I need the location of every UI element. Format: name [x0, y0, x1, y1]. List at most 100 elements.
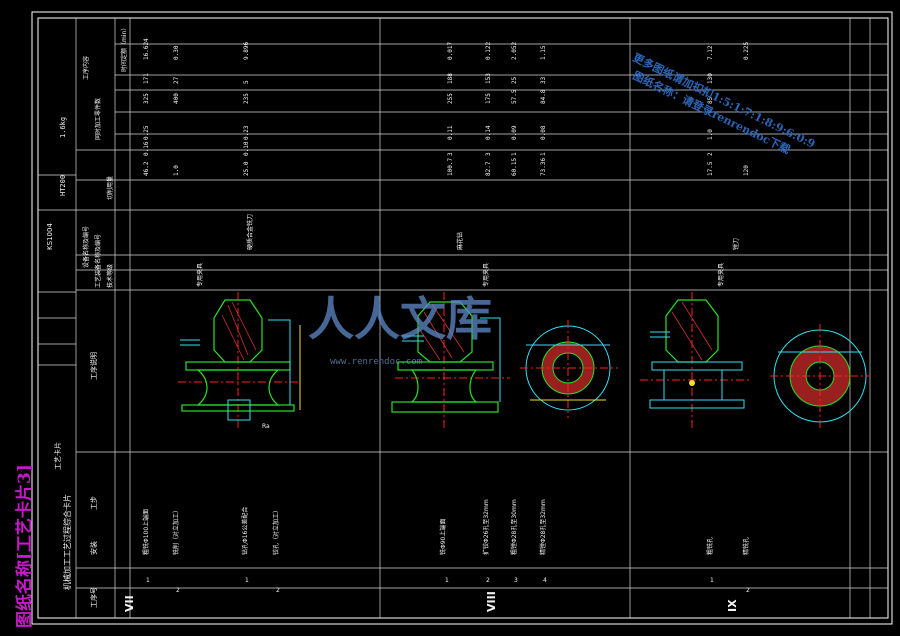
op-number: 3 [514, 577, 518, 584]
fixture-label: 专用夹具 [196, 263, 204, 287]
tooling-labels: 硬质合金铣刀 麻花钻 镗刀 专用夹具 专用夹具 专用夹具 [196, 214, 740, 287]
cutting-value: 0.11 [447, 125, 454, 140]
left-header-labels: 工序号 安装 工步 工序说明 [89, 352, 98, 608]
cutting-value: 400 [173, 93, 180, 104]
cutting-value: 255 [447, 93, 454, 104]
op-desc: 精铣孔 [742, 537, 750, 555]
column-headers: 工序内容 同时加工零件数 切削用量 设备名称及编号 工艺装备名称及编号 技术等级… [82, 25, 128, 288]
cutting-value: 0.225 [743, 42, 750, 60]
cutting-value: 27 [173, 76, 180, 84]
op-desc: 钻孔Φ16公差配合 [241, 507, 249, 555]
header-label-shuoming: 工序说明 [89, 352, 98, 380]
op-number: 1 [146, 577, 150, 584]
stamp-text: 更多图纸请加扣扣1:5:1:7:1:8:9:6:0:9 图纸名称：请登录renr… [631, 50, 818, 157]
cutting-value: 175 [485, 93, 492, 104]
op-desc: 粗铣Φ100上端面 [142, 509, 150, 555]
datum-tag: Ra [262, 423, 270, 430]
cutting-value: 0.122 [485, 42, 492, 60]
fixture-label: 专用夹具 [482, 263, 490, 287]
cutting-value: 0.30 [173, 45, 180, 60]
op-number: 1 [710, 577, 714, 584]
cutting-value: 84.8 [540, 89, 547, 104]
section-view-2 [520, 320, 618, 418]
header-label-gongxuhao: 工序号 [89, 587, 98, 608]
cutting-value: 2 [707, 152, 714, 156]
op-desc: 粗铣孔 [706, 537, 714, 555]
step-numeral-ix: IX [726, 599, 739, 612]
cutting-value: 16.624 [143, 38, 150, 60]
cutting-value: 1 [540, 152, 547, 156]
cutting-value: 0.14 [485, 125, 492, 140]
cutting-value: 0.25 [143, 125, 150, 140]
op-number: 2 [276, 587, 280, 594]
cutting-value: 120 [743, 165, 750, 176]
cutting-value: 153 [485, 73, 492, 84]
col-header-content: 工序内容 [82, 56, 90, 80]
cutting-value: 1.0 [707, 129, 714, 140]
header-label-anzhuang: 安装 [89, 541, 98, 555]
tool-label: 麻花钻 [456, 232, 464, 250]
process-sketch-2 [391, 292, 510, 430]
cutting-value: 188 [447, 73, 454, 84]
fixture-label: 专用夹具 [717, 263, 725, 287]
cutting-value: 130 [707, 73, 714, 84]
cutting-value: 25.0 [243, 161, 250, 176]
cutting-parameter-rows: 46.20.160.2532517116.6241.0400270.3025.0… [143, 38, 750, 176]
cutting-value: 17.5 [707, 161, 714, 176]
op-number: 1 [245, 577, 249, 584]
cutting-value: 0.16 [143, 141, 150, 156]
cutting-value: 1.0 [173, 165, 180, 176]
cutting-value: 0.10 [243, 141, 250, 156]
op-number: 2 [176, 587, 180, 594]
process-sketch-1: Ra [178, 292, 301, 430]
op-numbers: 1 2 1 2 1 2 3 4 1 2 [146, 577, 750, 594]
op-desc: 铰孔（对立加工） [272, 507, 280, 555]
sheet-border [31, 11, 893, 625]
cutting-value: 73.36 [540, 158, 547, 176]
col-header-cutting: 切削用量 [106, 176, 114, 200]
cutting-value: 0.08 [540, 125, 547, 140]
col-header-time: 时间定额（min） [120, 25, 128, 72]
col-header-tooling: 工艺装备名称及编号 [94, 234, 102, 288]
cutting-value: 171 [143, 73, 150, 84]
cutting-value: 82.7 [485, 161, 492, 176]
cutting-value: 235 [243, 93, 250, 104]
cutting-value: 85 [707, 96, 714, 104]
op-desc: 铣Φ90上端面 [439, 519, 447, 555]
op-desc: 铣削（对立加工） [172, 507, 180, 555]
op-desc: 精镗Φ28孔至32mm [539, 499, 547, 555]
col-header-parts: 同时加工零件数 [94, 98, 102, 140]
stamp-line-1: 更多图纸请加扣扣1:5:1:7:1:8:9:6:0:9 [631, 50, 818, 151]
op-number: 2 [486, 577, 490, 584]
tool-label: 镗刀 [732, 238, 740, 250]
tool-label: 硬质合金铣刀 [246, 214, 254, 250]
step-numeral-vii: VII [123, 595, 136, 612]
cutting-value: 5 [243, 80, 250, 84]
cutting-value: 60.15 [511, 158, 518, 176]
cutting-value: 1 [511, 152, 518, 156]
small-card-label: 工艺卡片 [53, 442, 62, 470]
cutting-value: 25 [511, 76, 518, 84]
op-desc: 粗镗Φ28孔至30mm [510, 499, 518, 555]
drawing-name-label: 图纸名称[工艺卡片3] [14, 464, 35, 628]
process-sketch-3 [640, 292, 750, 430]
cutting-value: 33 [540, 76, 547, 84]
col-header-grade: 技术等级 [106, 264, 114, 288]
part-number: KS1004 [46, 223, 54, 250]
cutting-value: 0.23 [243, 125, 250, 140]
watermark-logo: 人人文库 [308, 292, 492, 346]
cutting-value: 9.896 [243, 42, 250, 60]
cutting-value: 100.7 [447, 158, 454, 176]
cutting-value: 0.09 [511, 125, 518, 140]
header-label-gongbu: 工步 [90, 496, 98, 510]
op-number: 2 [746, 587, 750, 594]
op-desc: 扩铰Φ26孔至32mm [482, 499, 490, 555]
col-header-equipment: 设备名称及编号 [82, 226, 90, 268]
table-grid [38, 18, 888, 618]
cutting-value: 1.15 [540, 45, 547, 60]
part-weight: 1.6kg [59, 117, 67, 138]
watermark: 人人文库 www.renrendoc.com [308, 292, 492, 367]
cutting-value: 46.2 [143, 161, 150, 176]
